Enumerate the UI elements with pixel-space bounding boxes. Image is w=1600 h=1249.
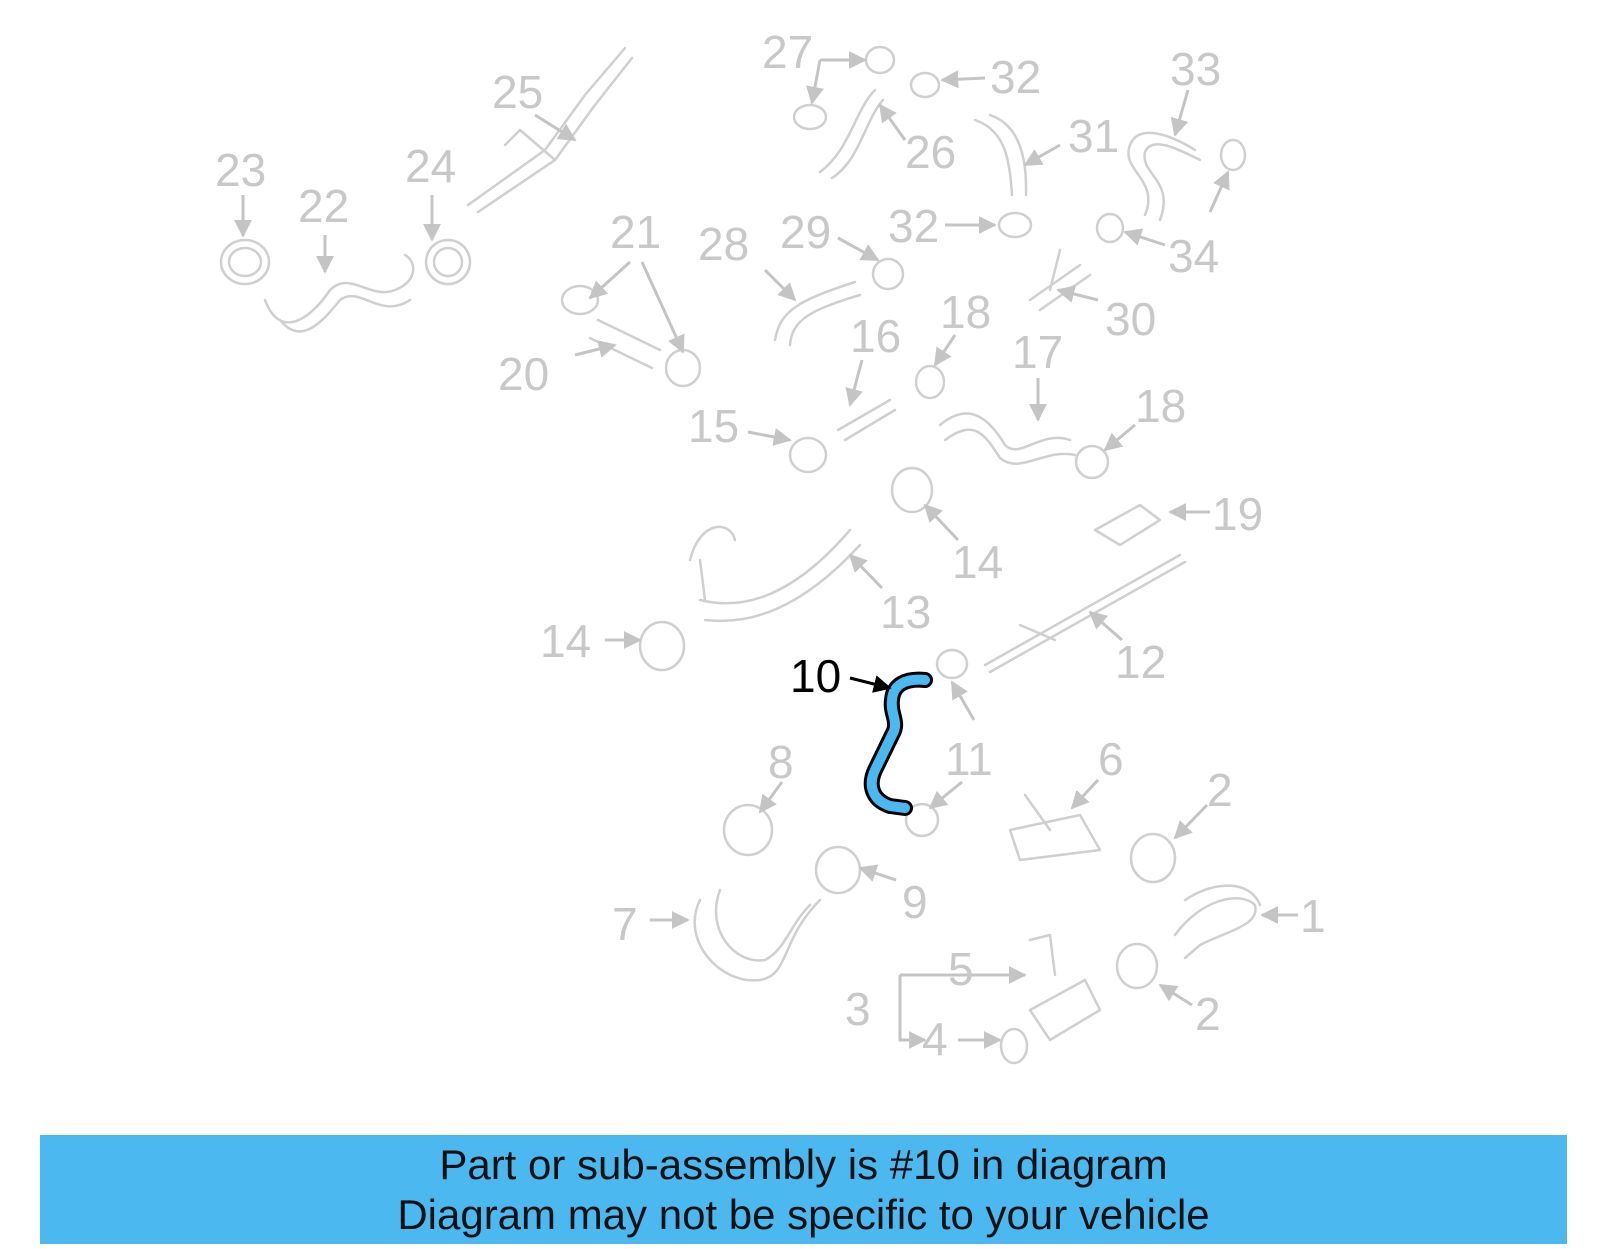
callout-1: 1	[1300, 890, 1326, 942]
callout-25: 25	[492, 66, 543, 118]
callout-18-upper: 18	[940, 286, 991, 338]
callout-3: 3	[845, 983, 871, 1035]
callout-9: 9	[902, 876, 928, 928]
gray-parts	[219, 45, 1262, 1065]
callout-15: 15	[688, 400, 739, 452]
part-30-fitting	[1028, 248, 1092, 312]
leader-lines	[234, 51, 1298, 1049]
callout-13: 13	[880, 586, 931, 638]
callout-14-lower: 14	[540, 615, 591, 667]
callout-31: 31	[1068, 110, 1119, 162]
callout-21: 21	[610, 206, 661, 258]
callout-labels: 1 2 2 3 4 5 6 7 8 9 10 11 12 13 14 14 15…	[215, 26, 1326, 1065]
callout-11: 11	[945, 733, 993, 785]
callout-26: 26	[905, 126, 956, 178]
callout-17: 17	[1012, 326, 1063, 378]
part-22-hose	[263, 253, 415, 324]
callout-34: 34	[1168, 230, 1219, 282]
part-3-housing	[1028, 978, 1102, 1042]
part-19-valve	[1093, 503, 1162, 547]
part-10-hose-outline[interactable]	[863, 671, 933, 816]
part-6-fitting	[1008, 793, 1102, 862]
part-26-hose	[818, 88, 885, 180]
callout-32-upper: 32	[990, 51, 1041, 103]
callout-5: 5	[948, 943, 974, 995]
callout-12: 12	[1115, 636, 1166, 688]
part-1-hose	[1173, 884, 1262, 960]
part-13-hose	[688, 525, 862, 623]
callout-14-upper: 14	[952, 536, 1003, 588]
callout-27: 27	[762, 26, 813, 78]
callout-30: 30	[1105, 293, 1156, 345]
callout-18-lower: 18	[1135, 380, 1186, 432]
part-23-clamp	[219, 238, 271, 286]
callout-29: 29	[780, 206, 831, 258]
callout-8: 8	[768, 736, 794, 788]
part-20-tube	[588, 318, 662, 370]
part-12-pipe	[983, 553, 1187, 674]
callout-4: 4	[922, 1013, 948, 1065]
callout-28: 28	[698, 218, 749, 270]
callout-33: 33	[1170, 43, 1221, 95]
callout-23: 23	[215, 144, 266, 196]
banner-line-part-number: Part or sub-assembly is #10 in diagram	[439, 1140, 1168, 1188]
callout-2-upper: 2	[1207, 764, 1233, 816]
part-16-valve	[836, 398, 897, 442]
callout-20: 20	[498, 348, 549, 400]
callout-32-lower: 32	[888, 200, 939, 252]
banner-line-disclaimer: Diagram may not be specific to your vehi…	[397, 1190, 1210, 1238]
callout-22: 22	[298, 180, 349, 232]
callout-7: 7	[612, 898, 638, 950]
callout-19: 19	[1212, 488, 1263, 540]
callout-6: 6	[1098, 733, 1124, 785]
part-10-hose[interactable]	[866, 674, 930, 813]
callout-10[interactable]: 10	[790, 650, 841, 702]
part-7-hose	[693, 888, 822, 982]
part-17-hose	[938, 412, 1077, 465]
part-33-hose	[1127, 131, 1202, 222]
callout-24: 24	[405, 140, 456, 192]
part-31-hose	[973, 113, 1028, 197]
part-28-hose	[773, 280, 862, 347]
callout-16: 16	[850, 310, 901, 362]
info-banner: Part or sub-assembly is #10 in diagram D…	[40, 1135, 1567, 1244]
part-24-clamp	[424, 238, 472, 286]
callout-2-lower: 2	[1195, 988, 1221, 1040]
